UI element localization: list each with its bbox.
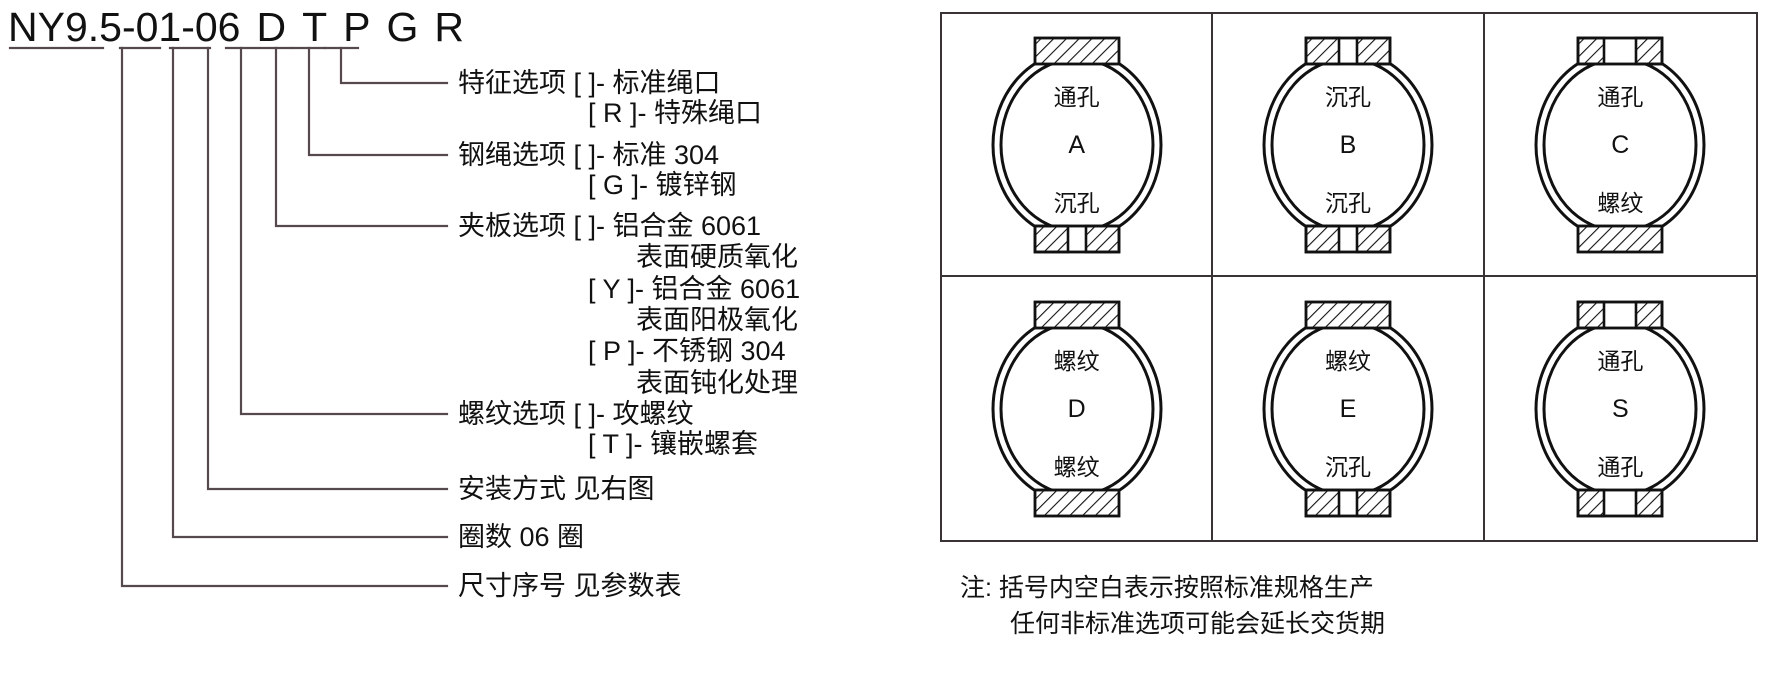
callout-line: 钢绳选项 [ ]- 标准 304	[458, 140, 720, 170]
ring-svg	[1534, 300, 1706, 517]
ring-drawing-c: 通孔 C 螺纹	[1494, 26, 1746, 264]
ring-code-label: B	[1339, 130, 1357, 159]
callout-feature-option: 特征选项 [ ]- 标准绳口 [ R ]- 特殊绳口	[458, 68, 762, 128]
ring-top-label: 通孔	[1597, 347, 1644, 374]
ring-cell-e: 螺纹 E 沉孔	[1213, 277, 1485, 540]
callout-line: 安装方式 见右图	[458, 474, 655, 504]
ring-svg	[1262, 36, 1434, 253]
ring-drawing-e: 螺纹 E 沉孔	[1222, 290, 1474, 528]
ring-bottom-label: 沉孔	[1324, 453, 1371, 480]
clamp-block-bottom	[1033, 224, 1120, 253]
ring-top-label: 通孔	[1597, 83, 1644, 110]
ring-cell-b: 沉孔 B 沉孔	[1213, 14, 1485, 277]
mounting-type-panel: 通孔 A 沉孔	[940, 12, 1760, 638]
callout-clamp-plate-option: 夹板选项 [ ]- 铝合金 6061 表面硬质氧化 [ Y ]- 铝合金 606…	[458, 211, 800, 399]
ring-matrix: 通孔 A 沉孔	[940, 12, 1758, 542]
ring-drawing-a: 通孔 A 沉孔	[951, 26, 1203, 264]
ring-bottom-label: 沉孔	[1324, 189, 1371, 216]
clamp-block-bottom	[1033, 488, 1120, 517]
ring-cell-c: 通孔 C 螺纹	[1484, 14, 1756, 277]
callout-line: 螺纹选项 [ ]- 攻螺纹	[458, 399, 694, 429]
ring-top-label: 螺纹	[1053, 347, 1100, 374]
callout-line: 表面硬质氧化	[636, 242, 798, 273]
code-segment-mounting: D	[256, 4, 287, 50]
ring-code-label: C	[1611, 130, 1630, 159]
code-segment-size: NY9.5-01-06	[8, 4, 241, 50]
clamp-block-bottom	[1577, 488, 1664, 517]
callout-line: 表面阳极氧化	[636, 304, 798, 335]
ring-top-label: 螺纹	[1324, 347, 1371, 374]
callout-line: 夹板选项 [ ]- 铝合金 6061	[458, 211, 762, 241]
callout-line: 尺寸序号 见参数表	[458, 571, 682, 601]
ring-bottom-label: 通孔	[1597, 453, 1644, 480]
clamp-block-bottom	[1304, 224, 1392, 253]
ring-cell-s: 通孔 S 通孔	[1485, 277, 1756, 540]
ring-svg	[1534, 36, 1706, 253]
callout-line: 圈数 06 圈	[458, 522, 585, 552]
clamp-block-bottom	[1304, 488, 1392, 517]
callout-rope-option: 钢绳选项 [ ]- 标准 304 [ G ]- 镀锌钢	[458, 140, 737, 200]
code-segment-rope: G	[386, 4, 419, 50]
ring-top-label: 通孔	[1053, 83, 1100, 110]
note-line-2: 任何非标准选项可能会延长交货期	[1010, 610, 1386, 639]
ring-svg	[991, 36, 1163, 253]
callout-thread-option: 螺纹选项 [ ]- 攻螺纹 [ T ]- 镶嵌螺套	[458, 399, 758, 459]
code-segment-feature: R	[434, 4, 464, 50]
ring-code-label: D	[1067, 394, 1086, 423]
ring-drawing-b: 沉孔 B 沉孔	[1222, 26, 1474, 264]
ring-cell-d: 螺纹 D 螺纹	[942, 277, 1214, 540]
clamp-block-bottom	[1577, 224, 1664, 253]
ring-cell-a: 通孔 A 沉孔	[942, 14, 1214, 277]
callout-line: [ R ]- 特殊绳口	[588, 98, 762, 129]
ring-drawing-s: 通孔 S 通孔	[1494, 290, 1746, 528]
callout-line: 表面钝化处理	[636, 367, 798, 398]
ring-code-label: E	[1339, 394, 1357, 423]
clamp-block-top	[1577, 36, 1664, 65]
code-segment-thread: T	[302, 4, 328, 50]
callout-line: 特征选项 [ ]- 标准绳口	[458, 68, 721, 98]
ring-svg	[991, 300, 1163, 517]
clamp-block-top	[1304, 300, 1392, 329]
callout-coil-count: 圈数 06 圈	[458, 522, 584, 552]
ring-svg	[1262, 300, 1434, 517]
clamp-block-top	[1577, 300, 1664, 329]
callout-line: [ T ]- 镶嵌螺套	[588, 429, 759, 460]
callout-line: [ G ]- 镀锌钢	[588, 170, 737, 201]
note-block: 注: 括号内空白表示按照标准规格生产 任何非标准选项可能会延长交货期	[960, 570, 1385, 643]
ring-drawing-d: 螺纹 D 螺纹	[951, 290, 1203, 528]
clamp-block-top	[1033, 36, 1120, 65]
ring-bottom-label: 螺纹	[1053, 453, 1100, 480]
note-line-1: 注: 括号内空白表示按照标准规格生产	[960, 574, 1374, 602]
callout-line: [ Y ]- 铝合金 6061	[588, 273, 801, 304]
code-segment-plate: P	[343, 4, 371, 50]
ring-code-label: S	[1611, 394, 1629, 423]
clamp-block-top	[1304, 36, 1392, 65]
ring-bottom-label: 沉孔	[1053, 189, 1100, 216]
clamp-block-top	[1033, 300, 1120, 329]
callout-mounting-option: 安装方式 见右图	[458, 474, 655, 504]
callout-line: [ P ]- 不锈钢 304	[588, 336, 786, 367]
callout-size-number: 尺寸序号 见参数表	[458, 571, 682, 601]
ring-bottom-label: 螺纹	[1597, 189, 1644, 216]
ring-code-label: A	[1068, 130, 1085, 159]
ring-top-label: 沉孔	[1324, 83, 1371, 110]
